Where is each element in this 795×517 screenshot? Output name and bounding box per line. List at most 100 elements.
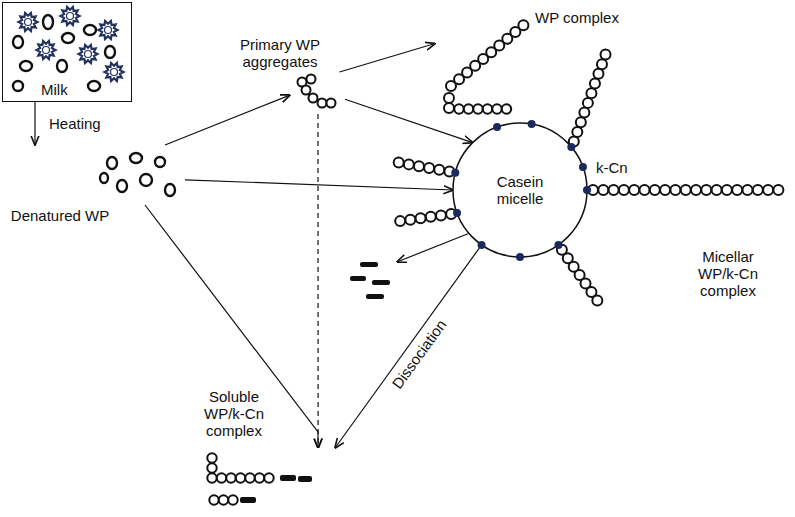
node-label: Casein micelle — [475, 173, 565, 207]
native-whey-protein — [43, 47, 50, 54]
protein-chain — [753, 185, 763, 195]
protein-chain — [722, 185, 732, 195]
protein-particle — [88, 81, 100, 91]
native-whey-protein — [19, 13, 38, 31]
protein-particle — [307, 75, 316, 84]
protein-chain — [444, 93, 454, 103]
protein-chain — [209, 495, 218, 504]
protein-particle — [165, 184, 175, 196]
kappa-casein-fragment — [366, 294, 384, 299]
node-label: Milk — [41, 81, 101, 98]
protein-chain — [207, 463, 216, 472]
kappa-casein-fragment — [372, 280, 390, 285]
protein-chain — [670, 185, 680, 195]
kappa-casein-fragment — [240, 497, 256, 503]
protein-particle — [43, 15, 53, 29]
kappa-casein-dot — [493, 123, 501, 131]
protein-chain — [404, 159, 414, 169]
soluble-complex-group: Soluble WP/k-Cn complex — [200, 448, 350, 514]
protein-chain — [473, 104, 482, 113]
complex-label: Micellar WP/k-Cn complex — [688, 248, 768, 299]
protein-chain — [464, 104, 473, 113]
protein-chain — [228, 495, 237, 504]
native-whey-protein — [37, 41, 56, 59]
protein-chain — [743, 185, 753, 195]
protein-particle — [309, 94, 318, 103]
protein-chain — [219, 495, 228, 504]
kappa-casein-fragment — [298, 476, 312, 482]
casein-micelle: Casein micelle — [452, 122, 588, 258]
protein-chain — [483, 104, 492, 113]
protein-chain — [763, 185, 773, 195]
kappa-casein-fragment — [360, 262, 378, 267]
kappa-casein-dot — [579, 163, 587, 171]
protein-chain — [394, 158, 404, 168]
protein-chain — [601, 49, 611, 59]
protein-chain — [207, 473, 216, 482]
kappa-casein-dot — [528, 120, 536, 128]
protein-particle — [62, 33, 74, 43]
protein-particle — [20, 61, 32, 71]
protein-particle — [302, 86, 311, 95]
kappa-casein-dot — [583, 186, 591, 194]
kappa-casein-fragment — [280, 475, 296, 481]
edge-label: Dissociation — [387, 315, 450, 394]
protein-chain — [590, 79, 600, 89]
protein-chain — [405, 215, 415, 225]
node-label: Primary WP aggregates — [220, 36, 340, 70]
protein-chain — [226, 473, 235, 482]
native-whey-protein — [61, 7, 80, 25]
protein-chain — [619, 185, 629, 195]
kappa-casein-dot — [453, 209, 461, 217]
kappa-casein-label: k-Cn — [596, 159, 646, 176]
protein-chain — [576, 117, 586, 127]
protein-chain — [502, 104, 511, 113]
kappa-casein-fragment — [350, 276, 366, 281]
protein-chain — [245, 473, 254, 482]
protein-particle — [105, 46, 115, 58]
protein-chain — [579, 108, 589, 118]
protein-chain — [640, 185, 650, 195]
node-label: Soluble WP/k-Cn complex — [195, 388, 273, 439]
protein-particle — [117, 180, 127, 192]
protein-chain — [518, 20, 528, 30]
kappa-casein-dot — [478, 241, 486, 249]
protein-particle — [140, 174, 152, 186]
connector-arrow — [317, 114, 318, 448]
protein-chain — [207, 453, 216, 462]
protein-chain — [629, 185, 639, 195]
edge-label: Heating — [47, 115, 103, 132]
protein-particle — [155, 157, 165, 167]
protein-chain — [424, 163, 434, 173]
protein-chain — [444, 103, 454, 113]
protein-particle — [327, 99, 336, 108]
kappa-casein-dot — [554, 241, 562, 249]
native-whey-protein — [111, 69, 118, 76]
milk-box: Milk — [2, 2, 132, 102]
connector-arrow — [340, 44, 436, 73]
connector-arrow — [34, 102, 35, 145]
protein-chain — [681, 185, 691, 195]
protein-chain — [492, 104, 501, 113]
protein-chain — [236, 473, 245, 482]
dissociation-arrow — [397, 234, 468, 262]
protein-particle — [13, 36, 23, 48]
protein-chain — [609, 185, 619, 195]
micelle-outline — [453, 123, 587, 257]
protein-chain — [255, 473, 264, 482]
native-whey-protein — [25, 19, 32, 26]
protein-chain — [572, 127, 582, 137]
native-whey-protein — [67, 13, 74, 20]
protein-particle — [130, 153, 142, 163]
protein-chain — [773, 185, 783, 195]
protein-chain — [264, 473, 273, 482]
protein-chain — [426, 212, 436, 222]
wp-complex-group: WP complex — [435, 5, 610, 115]
native-whey-protein — [105, 27, 112, 34]
native-whey-protein — [99, 21, 118, 39]
protein-chain — [586, 88, 596, 98]
node-label: WP complex — [535, 9, 635, 26]
protein-particle — [100, 173, 108, 183]
